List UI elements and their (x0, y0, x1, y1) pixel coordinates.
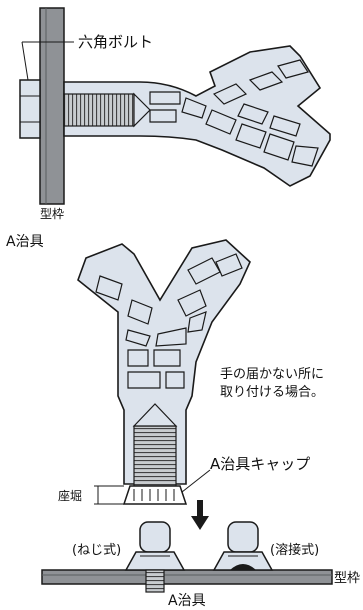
label-seat-depth: 座堀 (58, 488, 82, 503)
screw-type-anchor (124, 521, 186, 593)
note-line-1: 手の届かない所に (220, 367, 324, 382)
label-formwork-bottom: 型枠 (334, 571, 360, 586)
label-formwork-top: 型枠 (40, 207, 64, 221)
top-figure: 六角ボルト 型枠 (19, 7, 331, 221)
label-jig-a-cap: A治具キャップ (210, 455, 310, 473)
y-jig-vertical (77, 239, 251, 487)
label-hex-bolt: 六角ボルト (78, 33, 153, 51)
down-arrow-icon (191, 500, 209, 530)
note-line-2: 取り付ける場合。 (220, 385, 324, 400)
formwork-plate-top (39, 7, 65, 205)
y-jig-horizontal (63, 45, 331, 187)
jig-a-cap (122, 485, 188, 505)
label-jig-a-top: A治具 (6, 234, 44, 250)
seat-depth-dimension (94, 485, 124, 505)
formwork-plate-bottom (41, 569, 333, 585)
weld-type-anchor (212, 521, 274, 571)
hex-bolt-head (19, 79, 41, 139)
bottom-figure: (ねじ式) (溶接式) 型枠 A治具 (41, 521, 360, 609)
label-screw-type: (ねじ式) (72, 543, 121, 558)
label-weld-type: (溶接式) (270, 542, 319, 558)
label-jig-a-bottom: A治具 (168, 593, 206, 609)
